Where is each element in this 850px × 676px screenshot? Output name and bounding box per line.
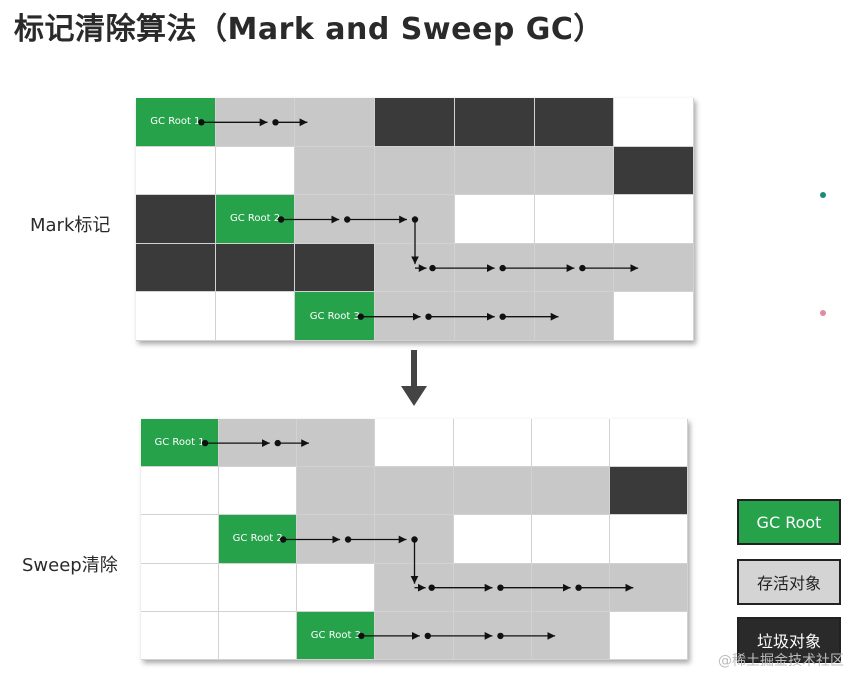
garbage-object-cell — [534, 98, 615, 147]
empty-cell — [375, 419, 454, 468]
garbage-object-cell — [136, 243, 216, 293]
legend-gc-root: GC Root — [737, 499, 841, 545]
empty-cell — [141, 563, 220, 612]
reference-dot — [198, 119, 205, 126]
down-arrow-icon — [401, 350, 427, 406]
empty-cell — [531, 419, 610, 468]
empty-cell — [614, 98, 694, 147]
empty-cell — [141, 515, 220, 564]
reference-dot — [201, 439, 209, 447]
empty-cell — [609, 419, 688, 468]
garbage-object-cell — [454, 98, 535, 147]
mark-label: Mark标记 — [30, 215, 111, 236]
empty-cell — [297, 563, 376, 612]
empty-cell — [136, 292, 216, 341]
alive-object-cell — [375, 146, 455, 196]
empty-cell — [219, 563, 298, 612]
reference-dot — [424, 632, 431, 640]
reference-dot — [344, 536, 352, 543]
alive-object-cell — [297, 467, 376, 516]
alive-object-cell — [454, 146, 535, 196]
page-title: 标记清除算法（Mark and Sweep GC） — [14, 12, 604, 47]
sweep-label: Sweep清除 — [22, 555, 118, 576]
empty-cell — [534, 195, 615, 244]
garbage-object-cell — [609, 467, 688, 516]
alive-object-cell — [297, 419, 376, 468]
empty-cell — [453, 515, 532, 564]
empty-cell — [531, 515, 610, 564]
garbage-object-cell — [614, 146, 694, 196]
empty-cell — [219, 611, 298, 660]
empty-cell — [141, 611, 220, 660]
watermark: @稀土掘金技术社区 — [718, 653, 844, 669]
empty-cell — [454, 195, 535, 244]
legend-alive-object: 存活对象 — [737, 559, 841, 605]
reference-dot — [429, 264, 436, 272]
empty-cell — [614, 195, 694, 244]
reference-dot — [499, 313, 506, 320]
mark-reference-arrows — [198, 118, 639, 321]
alive-object-cell — [375, 467, 454, 516]
alive-object-cell — [531, 467, 610, 516]
sweep-reference-arrows — [201, 439, 634, 640]
empty-cell — [219, 467, 298, 516]
legend-gc-root-label: GC Root — [756, 512, 822, 532]
reference-dot — [499, 264, 506, 272]
empty-cell — [141, 467, 220, 516]
empty-cell — [136, 146, 216, 196]
legend-garbage-object-label: 垃圾对象 — [756, 632, 821, 651]
reference-dot — [579, 264, 586, 272]
legend-garbage-object: 垃圾对象 — [737, 617, 841, 663]
pink-dot — [820, 310, 826, 316]
garbage-object-cell — [295, 243, 376, 293]
empty-cell — [215, 146, 296, 196]
garbage-object-cell — [136, 195, 216, 244]
garbage-object-cell — [375, 98, 455, 147]
alive-object-cell — [534, 146, 615, 196]
legend-alive-object-label: 存活对象 — [756, 574, 821, 593]
garbage-object-cell — [215, 243, 296, 293]
reference-dot — [575, 584, 582, 591]
alive-object-cell — [295, 146, 376, 196]
reference-dot — [428, 584, 435, 591]
empty-cell — [609, 611, 688, 660]
teal-dot — [820, 192, 826, 198]
reference-dot — [425, 313, 432, 320]
alive-object-cell — [295, 98, 376, 147]
empty-cell — [453, 419, 532, 468]
empty-cell — [614, 292, 694, 341]
empty-cell — [215, 292, 296, 341]
alive-object-cell — [453, 467, 532, 516]
empty-cell — [609, 515, 688, 564]
